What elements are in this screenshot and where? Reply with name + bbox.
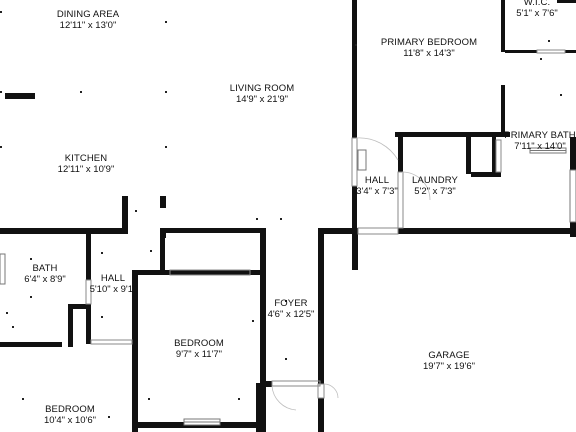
window-bath — [0, 253, 6, 285]
wall-wic-top-right — [557, 0, 576, 3]
room-label-bath: BATH 6'4" x 8'9" — [24, 263, 66, 285]
room-name: DINING AREA — [56, 9, 120, 20]
room-name: LIVING ROOM — [229, 83, 295, 94]
room-label-laundry: LAUNDRY 5'2" x 7'3" — [412, 175, 458, 197]
room-name: W.I.C. — [523, 0, 551, 8]
room-dims: 7'11" x 14'0" — [514, 141, 566, 152]
room-dims: 3'4" x 7'3" — [356, 186, 398, 197]
room-label-dining: DINING AREA 12'11" x 13'0" — [57, 9, 119, 31]
wall-hall-top — [395, 132, 510, 137]
door-swings — [271, 137, 431, 411]
room-name: BATH — [32, 263, 58, 274]
wall-bath-south-left — [0, 342, 62, 347]
wall-wic-bottom-right — [565, 50, 576, 53]
room-dims: 5'2" x 7'3" — [414, 186, 456, 197]
room-name: PRIMARY BATH — [504, 130, 576, 141]
wall-bath-east — [86, 234, 91, 280]
room-name: PRIMARY BEDROOM — [380, 37, 478, 48]
wall-left-stub — [5, 93, 35, 99]
door-bedroom-top — [169, 269, 251, 276]
room-dims: 10'4" x 10'6" — [43, 415, 97, 426]
room-name: BEDROOM — [174, 338, 224, 349]
room-name: BEDROOM — [45, 404, 95, 415]
wall-upper-bath-corner — [165, 228, 260, 233]
room-label-hall-upper: HALL 3'4" x 7'3" — [356, 175, 398, 197]
door-garage — [317, 383, 325, 399]
wall-kitchen-south — [0, 228, 128, 234]
wall-bedroom-east-lower — [256, 383, 266, 432]
wall-bath-south-right — [68, 304, 88, 309]
wall-laundry-west — [398, 137, 403, 172]
room-label-wic: W.I.C. 5'1" x 7'6" — [516, 0, 558, 19]
wall-wic-west — [501, 0, 505, 52]
door-foyer — [271, 380, 321, 387]
wall-wic-bottom — [505, 50, 537, 53]
wall-garage-step — [352, 228, 358, 270]
room-label-bedroom-center: BEDROOM 9'7" x 11'7" — [174, 338, 224, 360]
door-hall-upper — [351, 137, 358, 187]
wall-laundry-bottom — [398, 228, 576, 234]
room-label-garage: GARAGE 19'7" x 19'6" — [423, 350, 475, 372]
room-name: HALL — [364, 175, 390, 186]
wall-bath-inner — [492, 137, 496, 173]
window-east — [569, 169, 576, 223]
room-dims: 14'9" x 21'9" — [235, 94, 289, 105]
wall-foyer-door-post — [266, 381, 272, 387]
wall-hall-west — [352, 186, 357, 236]
door-wic — [536, 49, 566, 54]
room-label-living: LIVING ROOM 14'9" x 21'9" — [230, 83, 294, 105]
door-laundry — [397, 171, 404, 229]
wall-hall-lower-east — [160, 234, 165, 272]
wall-bath-west — [501, 85, 505, 133]
room-label-primary-bath: PRIMARY BATH 7'11" x 14'0" — [504, 130, 575, 152]
room-dims: 12'11" x 13'0" — [59, 20, 117, 31]
room-label-kitchen: KITCHEN 12'11" x 10'9" — [58, 153, 115, 175]
room-dims: 6'4" x 8'9" — [24, 274, 66, 285]
room-label-foyer: FOYER 4'6" x 12'5" — [268, 298, 315, 320]
room-dims: 11'8" x 14'3" — [403, 48, 455, 59]
wall-laundry-east — [466, 137, 471, 174]
door-hall-lower — [357, 227, 399, 235]
room-name: LAUNDRY — [412, 175, 458, 186]
wall-kitchen-divider — [122, 196, 128, 234]
wall-pantry-post — [160, 196, 166, 208]
wall-bedroom-east-upper — [260, 228, 266, 383]
room-label-hall-lower: HALL 5'10" x 9'1" — [90, 273, 137, 295]
wall-garage-west — [318, 228, 324, 384]
room-label-primary-bedroom: PRIMARY BEDROOM 11'8" x 14'3" — [381, 37, 477, 59]
windows — [0, 147, 576, 426]
door-hall-corridor — [90, 339, 133, 345]
room-dims: 19'7" x 19'6" — [422, 361, 476, 372]
room-dims: 5'1" x 7'6" — [516, 8, 558, 19]
door-bath-primary — [495, 139, 502, 173]
room-name: HALL — [100, 273, 126, 284]
room-name: KITCHEN — [64, 153, 108, 164]
room-dims: 5'10" x 9'1" — [89, 284, 137, 295]
wall-bath-vanity — [471, 172, 501, 177]
room-dims: 9'7" x 11'7" — [175, 349, 223, 360]
wall-bath-jog — [68, 304, 73, 347]
wall-upper-bath-post — [160, 228, 166, 238]
wall-living-east — [352, 0, 357, 138]
wall-garage-west-upper — [318, 228, 358, 234]
room-name: FOYER — [274, 298, 308, 309]
wall-garage-west-lower — [318, 398, 324, 432]
room-name: GARAGE — [428, 350, 470, 361]
wall-bedroom-top — [132, 270, 260, 275]
door-frames — [85, 49, 566, 399]
wall-hall-corridor — [86, 304, 91, 344]
corner-marks — [0, 11, 562, 418]
room-dims: 12'11" x 10'9" — [57, 164, 115, 175]
room-dims: 4'6" x 12'5" — [267, 309, 315, 320]
door-bath-hall — [85, 279, 92, 305]
room-label-bedroom-lower: BEDROOM 10'4" x 10'6" — [44, 404, 96, 426]
window-hall-right — [357, 149, 367, 171]
wall-bedroom-west — [132, 272, 138, 432]
